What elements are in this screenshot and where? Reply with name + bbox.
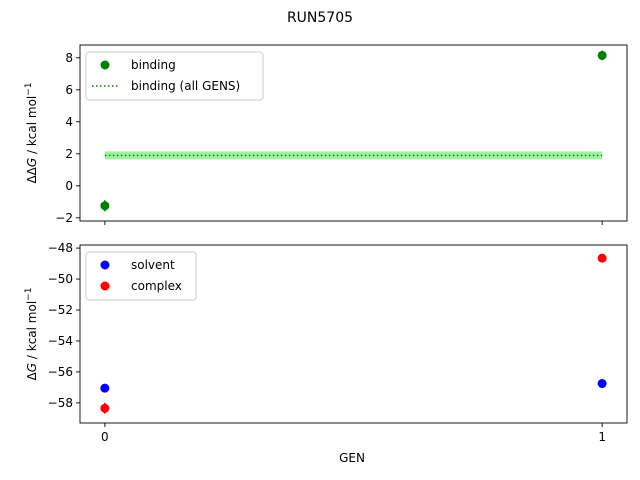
y-tick-label: −52 (48, 303, 73, 317)
legend-entry: complex (131, 279, 182, 293)
x-tick-label: 1 (598, 430, 606, 444)
y-tick-label: −58 (48, 396, 73, 410)
y-tick-label: 8 (65, 51, 73, 65)
legend-dot-marker (100, 60, 110, 70)
y-tick-label: −48 (48, 241, 73, 255)
data-point (597, 379, 607, 389)
y-axis-label: ΔG / kcal mol−1 (24, 288, 39, 381)
data-point (100, 383, 110, 393)
legend: binding binding (all GENS) (85, 51, 264, 101)
y-axis-label: ΔΔG / kcal mol−1 (24, 82, 39, 183)
y-tick-label: 6 (65, 83, 73, 97)
data-point (597, 50, 607, 60)
legend-entry: binding (131, 58, 176, 72)
x-axis-label: GEN (339, 451, 365, 465)
x-tick-label: 0 (101, 430, 109, 444)
data-point (100, 403, 110, 413)
y-tick-label: −2 (55, 211, 73, 225)
axes-frame (79, 244, 628, 424)
y-tick-label: 4 (65, 115, 73, 129)
legend-box (85, 51, 264, 101)
legend-entry: solvent (131, 258, 175, 272)
y-tick-label: 2 (65, 147, 73, 161)
legend: solvent complex (85, 251, 197, 301)
y-tick-label: −54 (48, 334, 73, 348)
data-point (100, 201, 110, 211)
bottom-panel-solvent-complex: −58 −56 −54 −52 −50 −48 0 1 ΔG / kcal mol−1 solve… (24, 241, 628, 444)
y-tick-label: −50 (48, 272, 73, 286)
legend-entry: binding (all GENS) (131, 79, 240, 93)
legend-dot-marker (100, 260, 110, 270)
axes-frame (79, 44, 628, 222)
data-point (597, 253, 607, 263)
legend-dot-marker (100, 281, 110, 291)
legend-box (85, 251, 197, 301)
y-tick-label: −56 (48, 365, 73, 379)
chart-title: RUN5705 (287, 10, 353, 26)
y-tick-label: 0 (65, 179, 73, 193)
